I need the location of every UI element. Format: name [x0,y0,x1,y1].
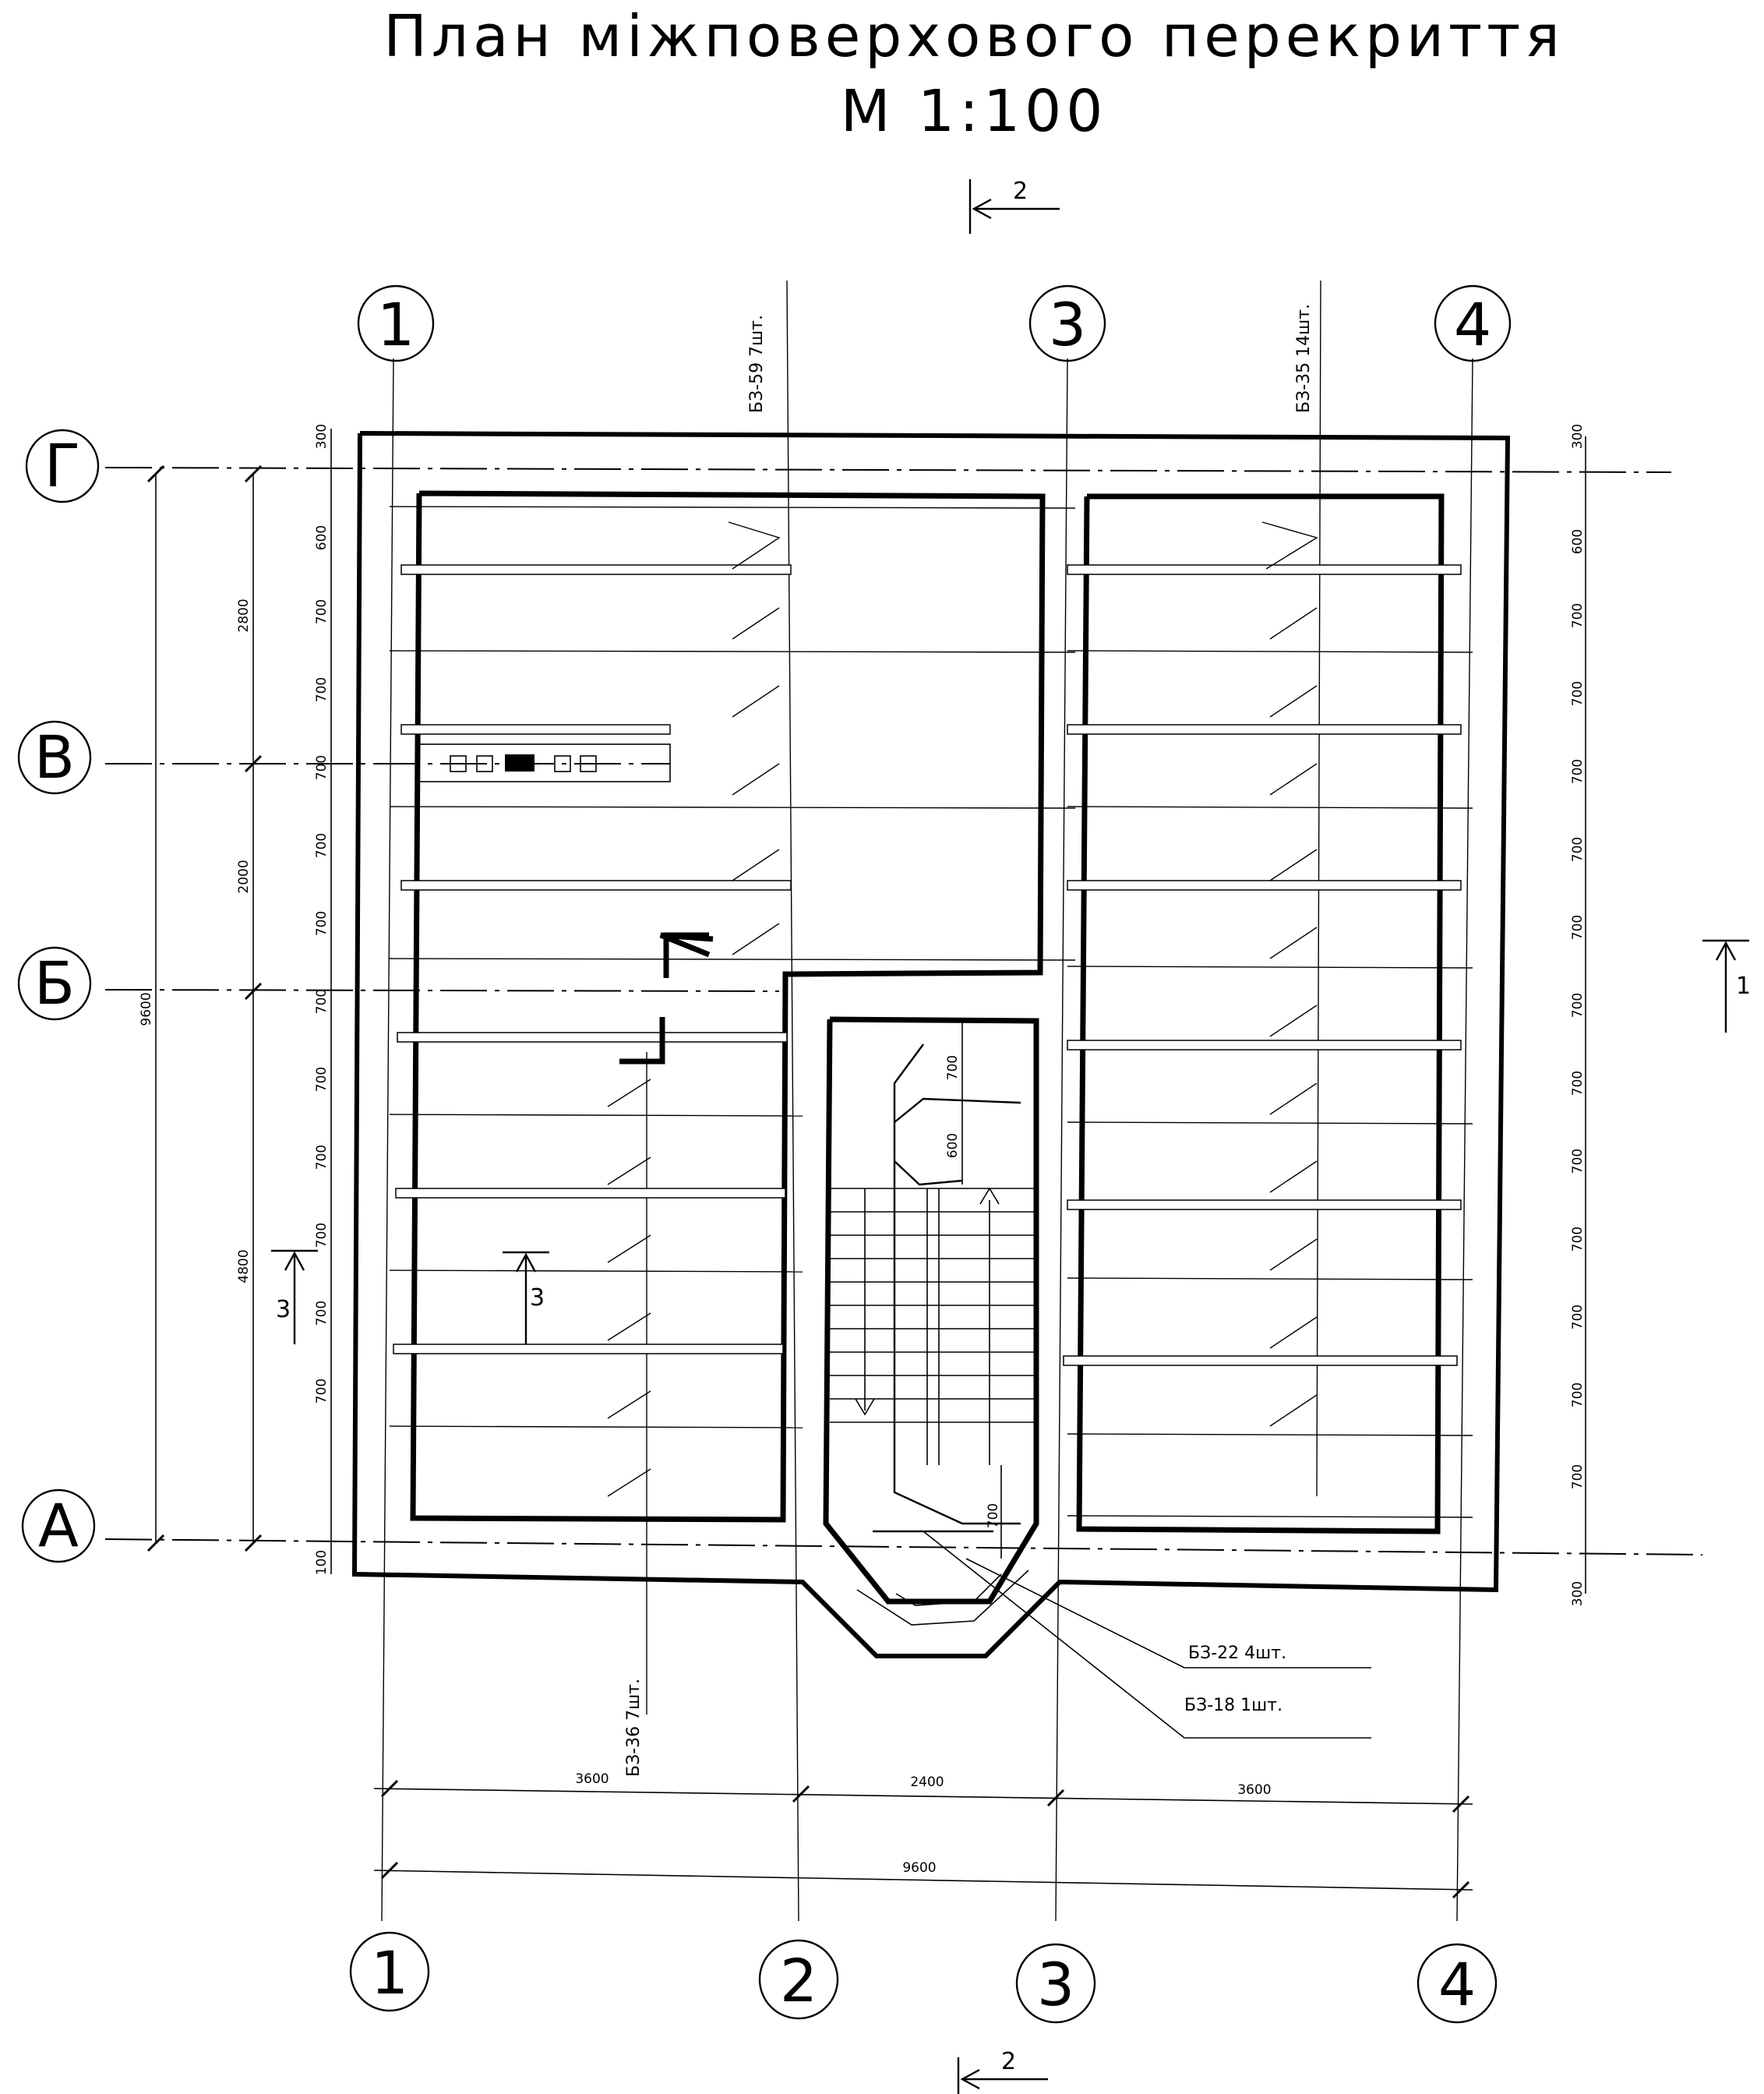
axis-1-top-label: 1 [377,290,415,359]
dim-bottom-span-1: 3600 [575,1771,609,1787]
dim-right-chain-4: 700 [1570,759,1586,784]
axis-2-bottom-label: 2 [780,1946,817,2015]
dim-right-chain-13: 700 [1570,1464,1586,1489]
dim-left-chain-9: 700 [314,1145,330,1170]
vertical-axes [381,280,1473,1922]
axis-4-top: 4 [1434,284,1512,362]
dim-right-chain-6: 700 [1570,915,1586,940]
dim-right-chain-9: 700 [1570,1149,1586,1174]
right-dimension-chain: 300 600 700 700 700 700 700 700 700 700 … [1570,424,1586,1606]
stair-dimensions: 700 600 700 [945,1021,1002,1559]
dim-left-chain-1: 600 [314,525,330,550]
section-left-label: 3 [276,1296,291,1323]
dim-left-chain-13: 100 [314,1550,330,1575]
dim-right-chain-1: 600 [1570,529,1586,554]
mark-b3-36: БЗ-36 7шт. [624,1679,644,1777]
left-room-outline [410,490,1046,1523]
dim-left-chain-11: 700 [314,1301,330,1326]
leader-b3-22 [965,1558,1371,1668]
axis-b-label: Б [34,948,75,1018]
left-slabs [389,506,1076,1428]
dim-stair-2: 700 [986,1503,1001,1528]
dim-bottom-total: 9600 [902,1860,936,1876]
dim-left-chain-12: 700 [314,1379,330,1404]
axis-4-bottom-label: 4 [1438,1950,1476,2019]
dim-left-span-3: 4800 [236,1249,252,1283]
axis-2-bottom: 2 [758,1939,839,2020]
bracket-lower [619,1017,665,1065]
axis-4-top-label: 4 [1454,290,1491,359]
stair-internals [830,1043,1036,1626]
section-top-label: 2 [1013,178,1028,205]
axis-v: В [17,720,92,795]
axis-3-top-label: 3 [1049,290,1086,359]
dim-left-chain-5: 700 [314,833,330,858]
dim-left-span-2: 2000 [236,860,252,893]
dim-right-chain-3: 700 [1570,681,1586,706]
axis-3-bottom: 3 [1015,1943,1096,2024]
section-mark-inner: 3 [503,1251,549,1344]
axis-a-label: А [38,1491,79,1560]
section-mark-top: 2 [968,178,1060,234]
slab-diagonals [607,521,1318,1497]
mark-b3-22: БЗ-22 4шт. [1188,1644,1286,1663]
dim-bottom-span-3: 3600 [1237,1782,1271,1798]
dim-bottom-span-2: 2400 [910,1774,944,1790]
axis-1-top: 1 [357,284,435,362]
dim-left-chain-6: 700 [314,911,330,936]
axis-g-label: Г [44,431,80,500]
axis-3-bottom-label: 3 [1037,1950,1074,2019]
section-bottom-label: 2 [1001,2048,1016,2075]
dim-left-chain-2: 700 [314,599,330,624]
axis-1-bottom: 1 [349,1931,430,2012]
left-dimension-chain: 9600 2800 2000 4800 300 600 700 700 700 … [139,424,332,1575]
right-room-outline [1076,493,1445,1534]
bottom-dimensions: 3600 2400 3600 9600 [373,1771,1473,1899]
section-right-label: 1 [1736,973,1751,1000]
right-slabs [1063,564,1473,1518]
axis-4-bottom: 4 [1416,1943,1498,2024]
dim-left-chain-7: 700 [314,989,330,1014]
dim-left-chain-3: 700 [314,677,330,702]
dim-right-chain-14: 300 [1570,1581,1586,1606]
dim-right-chain-2: 700 [1570,603,1586,628]
dim-right-chain-7: 700 [1570,993,1586,1018]
section-mark-left: 3 [271,1249,318,1344]
axis-3-top: 3 [1028,284,1106,362]
leader-b3-18 [923,1531,1371,1739]
dim-left-chain-8: 700 [314,1067,330,1092]
vent-block [418,743,671,782]
dim-stair-0: 700 [945,1055,961,1080]
dim-left-chain-10: 700 [314,1223,330,1248]
dim-right-chain-0: 300 [1570,424,1586,449]
dim-left-chain-4: 700 [314,755,330,780]
mark-b3-35: БЗ-35 14шт. [1294,304,1314,413]
dim-right-chain-10: 700 [1570,1227,1586,1252]
dim-right-chain-5: 700 [1570,837,1586,862]
axis-g: Г [25,429,100,503]
section-mark-right: 1 [1702,939,1751,1033]
axis-v-label: В [34,722,75,792]
outer-wall [351,431,1511,1658]
dim-right-chain-11: 700 [1570,1305,1586,1329]
section-inner-label: 3 [530,1284,545,1312]
plan-scale: М 1:100 [841,78,1108,145]
horizontal-axes [104,467,1703,1555]
dim-right-chain-12: 700 [1570,1382,1586,1407]
dim-right-chain-8: 700 [1570,1071,1586,1096]
axis-1-bottom-label: 1 [371,1938,408,2007]
bracket-l [663,932,709,978]
dim-left-span-1: 2800 [236,599,252,632]
dim-left-chain-0: 300 [314,424,330,449]
plan-title: План міжповерхового перекриття [383,3,1565,70]
mark-b3-59: БЗ-59 7шт. [747,315,767,413]
section-mark-bottom: 2 [957,2048,1048,2094]
dim-left-total: 9600 [139,992,154,1026]
axis-a: А [21,1488,96,1563]
stair-outline [823,1016,1039,1605]
mark-b3-18: БЗ-18 1шт. [1184,1696,1282,1715]
axis-b: Б [17,946,92,1021]
dim-stair-1: 600 [945,1133,961,1158]
